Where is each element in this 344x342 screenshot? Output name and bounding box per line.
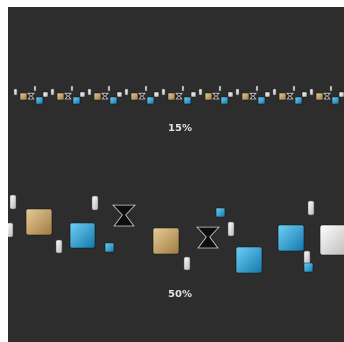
white-tile <box>42 91 49 98</box>
white-pill <box>9 194 17 210</box>
blue-tile <box>277 224 305 252</box>
hourglass-icon <box>249 92 257 100</box>
blue-tile <box>235 246 263 274</box>
white-pill <box>13 88 18 96</box>
tan-tile <box>130 92 139 101</box>
blue-tile <box>35 96 44 105</box>
white-pill <box>255 85 259 92</box>
white-pill <box>124 88 129 96</box>
tan-tile <box>167 92 176 101</box>
white-pill <box>70 85 74 92</box>
white-pill <box>144 85 148 92</box>
hourglass-icon <box>175 92 183 100</box>
tan-tile <box>278 92 287 101</box>
white-pill <box>55 239 63 254</box>
white-tile <box>319 224 344 256</box>
blue-tile-small <box>104 242 115 253</box>
white-pill <box>181 85 185 92</box>
blue-tile <box>69 222 96 249</box>
blue-tile <box>257 96 266 105</box>
tan-tile <box>93 92 102 101</box>
zoom-label-50: 50% <box>168 289 192 300</box>
tan-tile <box>315 92 324 101</box>
hourglass-icon <box>286 92 294 100</box>
white-tile <box>116 91 123 98</box>
white-pill <box>307 200 315 216</box>
white-tile <box>227 91 234 98</box>
white-pill <box>227 221 235 237</box>
white-pill <box>50 88 55 96</box>
white-pill <box>235 88 240 96</box>
white-tile <box>338 91 344 98</box>
white-pill <box>329 85 333 92</box>
white-pill <box>87 88 92 96</box>
white-pill <box>8 222 14 238</box>
white-pill <box>218 85 222 92</box>
white-tile <box>79 91 86 98</box>
hourglass-icon <box>212 92 220 100</box>
tan-tile <box>19 92 28 101</box>
hourglass-icon <box>64 92 72 100</box>
hourglass-icon <box>101 92 109 100</box>
white-pill <box>183 256 191 271</box>
white-pill <box>198 88 203 96</box>
blue-tile <box>220 96 229 105</box>
hourglass-icon <box>323 92 331 100</box>
white-pill <box>33 85 37 92</box>
blue-tile <box>72 96 81 105</box>
blue-tile <box>146 96 155 105</box>
hourglass-icon <box>27 92 35 100</box>
preview-panel: 15% 50% <box>8 7 344 342</box>
white-tile <box>264 91 271 98</box>
hourglass-icon <box>196 226 220 249</box>
blue-tile-small <box>215 207 226 218</box>
blue-tile <box>331 96 340 105</box>
blue-tile <box>109 96 118 105</box>
blue-tile <box>294 96 303 105</box>
pattern-strip-15 <box>13 85 344 105</box>
white-pill <box>107 85 111 92</box>
white-pill <box>272 88 277 96</box>
hourglass-icon <box>112 204 136 227</box>
white-pill <box>292 85 296 92</box>
white-tile <box>190 91 197 98</box>
white-tile <box>301 91 308 98</box>
pattern-strip-50 <box>8 194 344 274</box>
blue-tile-small <box>303 262 314 273</box>
white-pill <box>309 88 314 96</box>
white-pill <box>303 250 311 265</box>
blue-tile <box>183 96 192 105</box>
tan-tile <box>204 92 213 101</box>
tan-tile <box>56 92 65 101</box>
white-pill <box>161 88 166 96</box>
tan-tile <box>241 92 250 101</box>
zoom-label-15: 15% <box>168 123 192 134</box>
white-pill <box>91 195 99 211</box>
hourglass-icon <box>138 92 146 100</box>
white-tile <box>153 91 160 98</box>
tan-tile <box>25 208 53 236</box>
tan-tile <box>152 227 180 255</box>
